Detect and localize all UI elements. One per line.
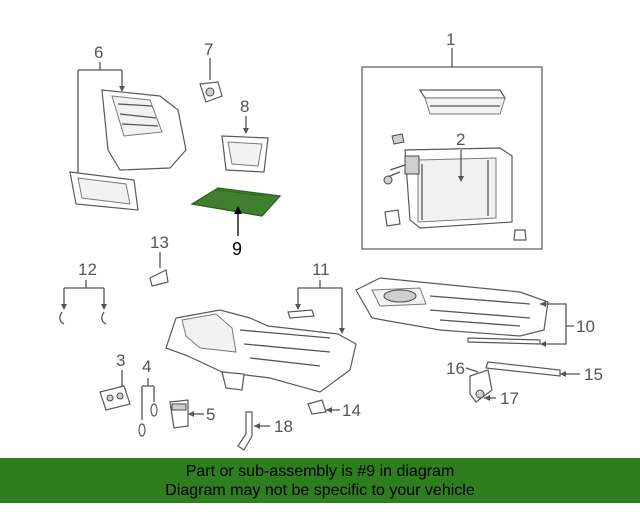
part-3-bracket: 3 — [99, 351, 131, 411]
callout-12: 12 — [78, 260, 97, 279]
callout-15: 15 — [584, 365, 603, 384]
part-11-hvac-case: 11 — [165, 260, 357, 393]
callout-18: 18 — [274, 417, 293, 436]
callout-7: 7 — [204, 40, 213, 59]
callout-6: 6 — [94, 43, 103, 62]
part-5-sensor: 5 — [169, 399, 215, 429]
callout-8: 8 — [240, 97, 249, 116]
part-13-clip: 13 — [149, 233, 169, 287]
callout-10: 10 — [576, 317, 595, 336]
assembly-1-box: 1 2 — [361, 30, 543, 250]
callout-17: 17 — [500, 389, 519, 408]
callout-3: 3 — [116, 351, 125, 370]
callout-11: 11 — [312, 260, 330, 279]
parts-15-17-linkage: 15 16 17 — [446, 359, 603, 408]
callout-9: 9 — [232, 239, 242, 259]
callout-1: 1 — [446, 30, 455, 49]
part-9-cabin-filter: 9 — [190, 187, 282, 259]
part-14-clip: 14 — [307, 399, 361, 420]
evaporator-core — [383, 147, 513, 229]
callout-16: 16 — [446, 359, 465, 378]
part-6-heater-case: 6 — [69, 43, 187, 211]
part-12-clips: 12 — [59, 260, 107, 325]
callout-2: 2 — [456, 130, 465, 149]
part-10-upper-case: 10 — [355, 277, 595, 347]
callout-14: 14 — [342, 401, 361, 420]
callout-13: 13 — [150, 233, 169, 252]
part-8-frame: 8 — [221, 97, 269, 173]
part-4-grommets: 4 — [138, 357, 158, 437]
part-7-actuator: 7 — [199, 40, 223, 103]
callout-4: 4 — [142, 357, 151, 376]
banner-line-1: Part or sub-assembly is #9 in diagram — [185, 463, 455, 480]
callout-5: 5 — [206, 405, 215, 424]
banner-line-2: Diagram may not be specific to your vehi… — [165, 482, 475, 499]
parts-diagram: 1 2 6 7 — [59, 30, 603, 451]
info-banner: Part or sub-assembly is #9 in diagram Di… — [0, 458, 640, 503]
part-18-drain-tube: 18 — [237, 411, 293, 451]
